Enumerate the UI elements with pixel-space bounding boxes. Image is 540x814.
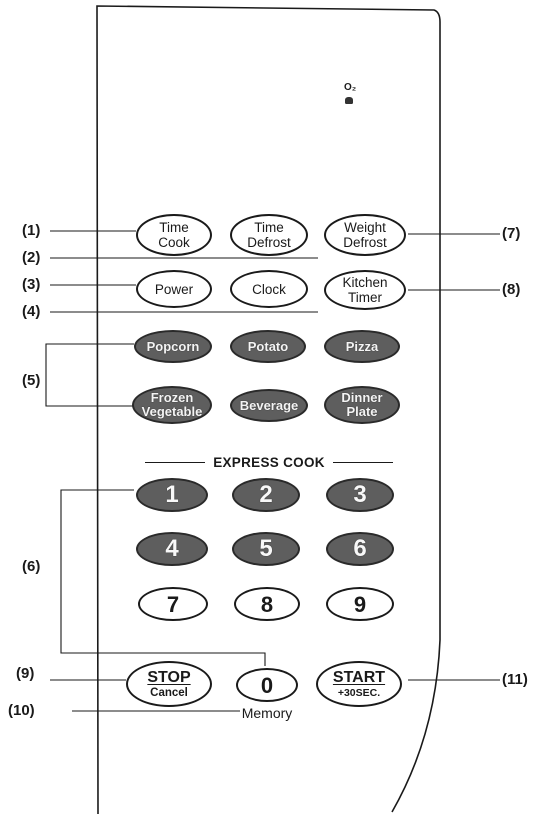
express-cook-rule-right	[332, 461, 394, 463]
leader-line-5	[45, 343, 134, 407]
callout-2: (2)	[22, 249, 41, 266]
digit-7-button[interactable]: 7	[138, 587, 208, 621]
weight-defrost-button[interactable]: Weight Defrost	[324, 214, 406, 256]
callout-3: (3)	[22, 276, 41, 293]
stop-cancel-button[interactable]: STOP Cancel	[126, 661, 212, 707]
popcorn-button[interactable]: Popcorn	[134, 330, 212, 363]
digit-5-button[interactable]: 5	[232, 532, 300, 566]
potato-button[interactable]: Potato	[230, 330, 306, 363]
callout-8: (8)	[502, 281, 521, 298]
kitchen-timer-button[interactable]: Kitchen Timer	[324, 270, 406, 310]
leader-line-6	[60, 489, 266, 666]
digit-2-button[interactable]: 2	[232, 478, 300, 512]
time-cook-button[interactable]: Time Cook	[136, 214, 212, 256]
indicator: O₂	[344, 82, 366, 104]
digit-8-button[interactable]: 8	[234, 587, 300, 621]
lamp-indicator-icon	[345, 97, 353, 104]
express-cook-label: EXPRESS COOK	[213, 454, 325, 470]
beverage-button[interactable]: Beverage	[230, 389, 308, 422]
callout-1: (1)	[22, 222, 41, 239]
express-cook-heading: EXPRESS COOK	[145, 451, 394, 473]
callout-9: (9)	[16, 665, 35, 682]
callout-5: (5)	[22, 372, 41, 389]
panel-edge	[96, 5, 441, 814]
digit-1-button[interactable]: 1	[136, 478, 208, 512]
pizza-button[interactable]: Pizza	[324, 330, 400, 363]
time-defrost-button[interactable]: Time Defrost	[230, 214, 308, 256]
digit-0-button[interactable]: 0	[236, 668, 298, 702]
callout-7: (7)	[502, 225, 521, 242]
dinner-plate-button[interactable]: Dinner Plate	[324, 386, 400, 424]
memory-label: Memory	[241, 705, 293, 721]
express-cook-rule-left	[145, 461, 206, 463]
frozen-vegetable-button[interactable]: Frozen Vegetable	[132, 386, 212, 424]
start-30sec-button[interactable]: START +30SEC.	[316, 661, 402, 707]
digit-4-button[interactable]: 4	[136, 532, 208, 566]
callout-6: (6)	[22, 558, 41, 575]
power-button[interactable]: Power	[136, 270, 212, 308]
callout-4: (4)	[22, 303, 41, 320]
o2-label: O₂	[344, 82, 357, 93]
digit-9-button[interactable]: 9	[326, 587, 394, 621]
digit-3-button[interactable]: 3	[326, 478, 394, 512]
callout-10: (10)	[8, 702, 35, 719]
callout-11: (11)	[502, 671, 528, 688]
digit-6-button[interactable]: 6	[326, 532, 394, 566]
clock-button[interactable]: Clock	[230, 270, 308, 308]
